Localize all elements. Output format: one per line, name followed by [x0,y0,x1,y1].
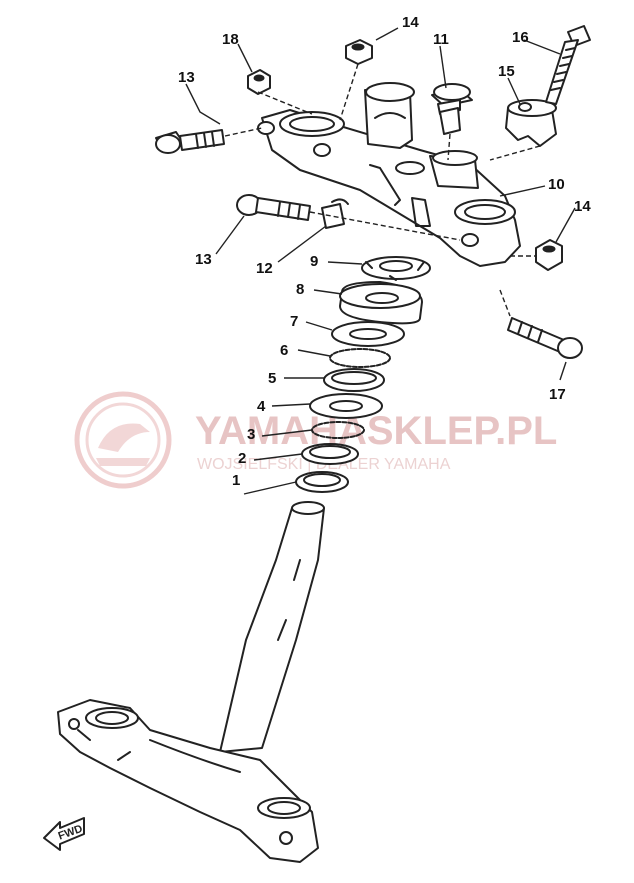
label-14-top: 14 [402,14,419,31]
holder-15-icon [505,99,557,147]
label-1: 1 [232,472,240,489]
label-5: 5 [268,370,276,387]
label-2: 2 [238,450,246,467]
bolt-13-upper-icon [155,129,225,154]
label-11: 11 [433,31,449,48]
bolt-17-icon [507,317,583,359]
label-13-lower: 13 [195,251,212,268]
watermark-brand: YAMAHASKLEP.PL [195,409,557,453]
label-6: 6 [280,342,288,359]
ball-bearing-6-icon [329,348,391,368]
label-18: 18 [222,31,239,48]
upper-bracket [257,82,521,267]
clip-12-icon [321,198,349,229]
label-4: 4 [257,398,266,415]
label-8: 8 [296,281,304,298]
label-15: 15 [498,63,515,80]
race-7-icon [331,321,405,347]
bolt-11-icon [431,83,473,135]
under-bracket-steering-stem [57,501,325,863]
race-2-icon [301,443,359,465]
seal-1-icon [295,471,349,493]
label-14-right: 14 [574,198,591,215]
label-16: 16 [512,29,529,46]
washer-8-icon [339,281,423,325]
leader-lines [185,27,576,495]
race-5-icon [323,368,385,392]
bolt-16-icon [545,25,591,105]
bolt-13-lower-icon [236,194,311,221]
label-12: 12 [256,260,273,277]
label-10: 10 [548,176,565,193]
nut-14-top-icon [345,39,373,65]
part-number-labels: 1 2 3 4 5 6 7 8 9 10 11 12 13 13 14 14 1… [178,14,591,489]
nut-14-right-icon [535,239,563,271]
label-7: 7 [290,313,298,330]
ring-nut-9-icon [361,256,431,281]
forward-direction-arrow-icon: FWD [43,817,85,851]
label-13-upper: 13 [178,69,195,86]
nut-18-icon [247,69,271,95]
seal-4-icon [309,393,383,419]
label-9: 9 [310,253,318,270]
label-17: 17 [549,386,566,403]
watermark-logo-icon [74,391,172,489]
label-3: 3 [247,426,255,443]
